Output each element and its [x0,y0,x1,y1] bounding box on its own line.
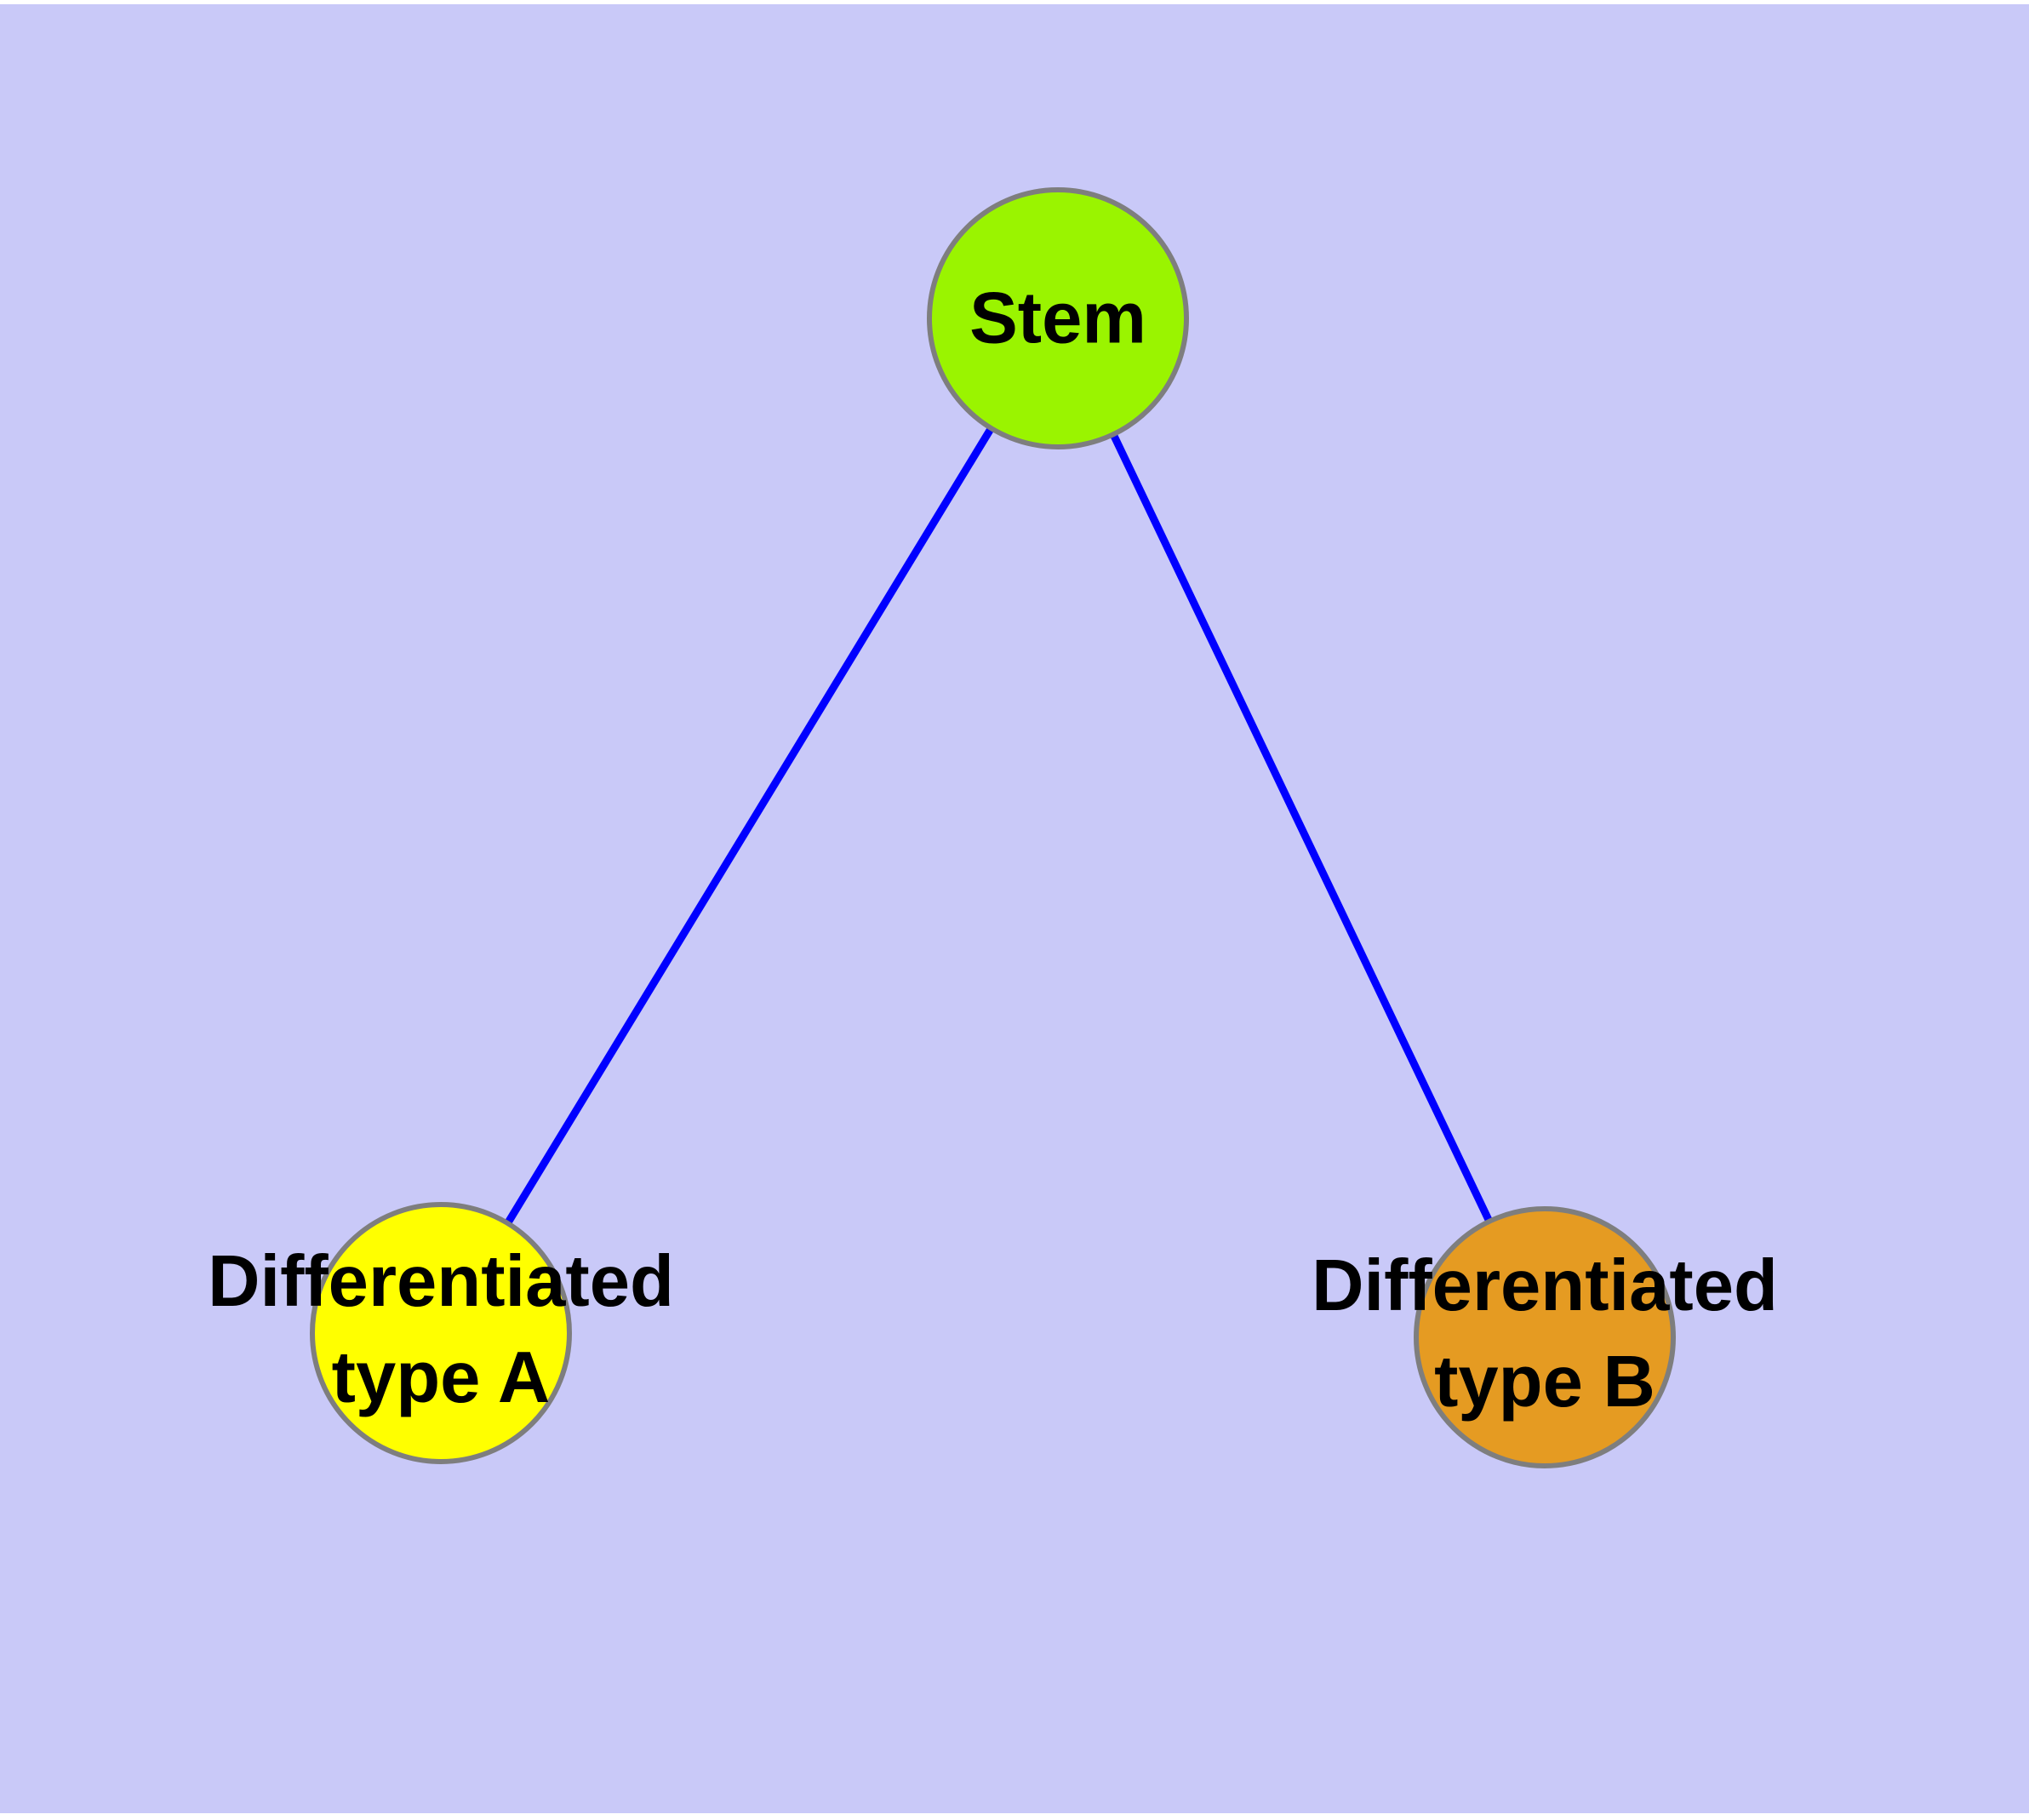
stem-node [927,187,1189,449]
type-a-node [310,1202,572,1464]
edge-stem-to-type-a [437,316,1061,1336]
type-b-node [1414,1206,1676,1468]
edge-stem-to-type-b [1054,317,1549,1339]
